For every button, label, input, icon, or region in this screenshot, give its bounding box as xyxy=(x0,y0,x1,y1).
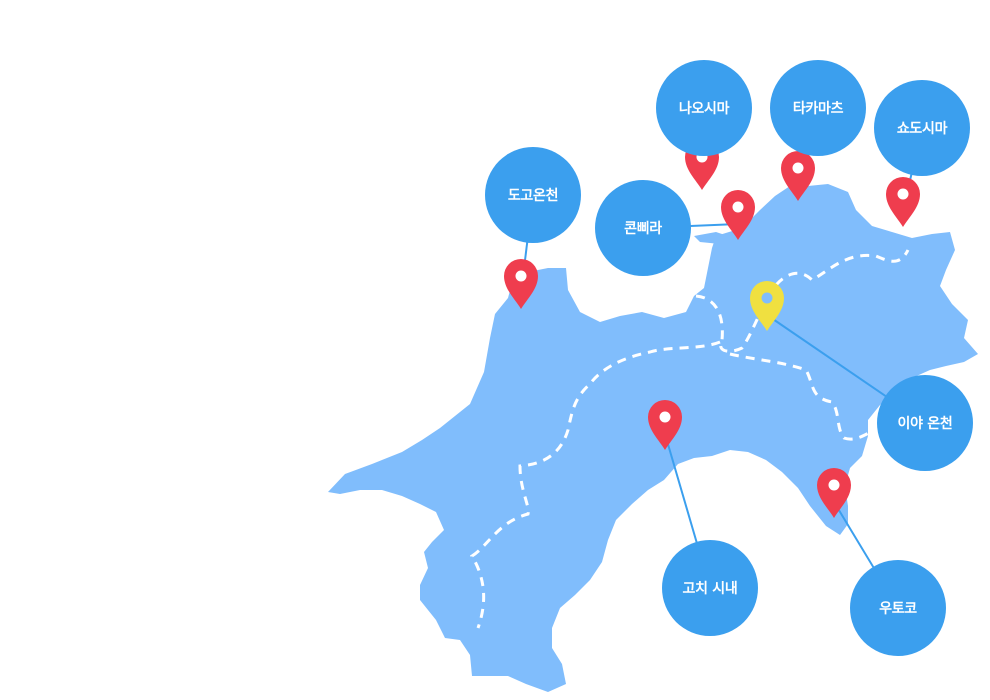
prefecture-border-south xyxy=(729,352,879,441)
location-label: 나오시마 xyxy=(678,101,730,117)
map-pin-icon-utoko[interactable] xyxy=(817,468,851,518)
location-bubble-konpira[interactable]: 콘삐라 xyxy=(595,180,691,276)
location-bubble-kochi-city[interactable]: 고치 시내 xyxy=(662,540,758,636)
shikoku-island xyxy=(328,184,978,692)
map-pin-icon-dogo-onsen[interactable] xyxy=(504,259,538,309)
location-label: 이야 온천 xyxy=(897,416,953,432)
location-bubble-naoshima[interactable]: 나오시마 xyxy=(656,60,752,156)
peninsula xyxy=(694,232,740,244)
map-pin-icon-iya-onsen[interactable] xyxy=(750,281,784,331)
location-bubble-utoko[interactable]: 우토코 xyxy=(850,560,946,656)
location-label: 우토코 xyxy=(879,601,917,617)
prefecture-border-west xyxy=(469,340,721,629)
location-label: 콘삐라 xyxy=(624,221,662,237)
map-pin-icon-shodoshima[interactable] xyxy=(886,177,920,227)
location-label: 고치 시내 xyxy=(682,581,738,597)
location-label: 도고온천 xyxy=(507,188,559,204)
map-pin-icon-kochi-city[interactable] xyxy=(648,400,682,450)
map-pin-icon-konpira[interactable] xyxy=(721,190,755,240)
location-label: 타카마츠 xyxy=(792,101,844,117)
map-markers xyxy=(504,140,920,518)
location-bubble-takamatsu[interactable]: 타카마츠 xyxy=(770,60,866,156)
location-label: 쇼도시마 xyxy=(896,121,948,137)
location-bubble-shodoshima[interactable]: 쇼도시마 xyxy=(874,80,970,176)
location-bubble-iya-onsen[interactable]: 이야 온천 xyxy=(877,375,973,471)
map-pin-icon-takamatsu[interactable] xyxy=(781,151,815,201)
location-bubble-dogo-onsen[interactable]: 도고온천 xyxy=(485,147,581,243)
